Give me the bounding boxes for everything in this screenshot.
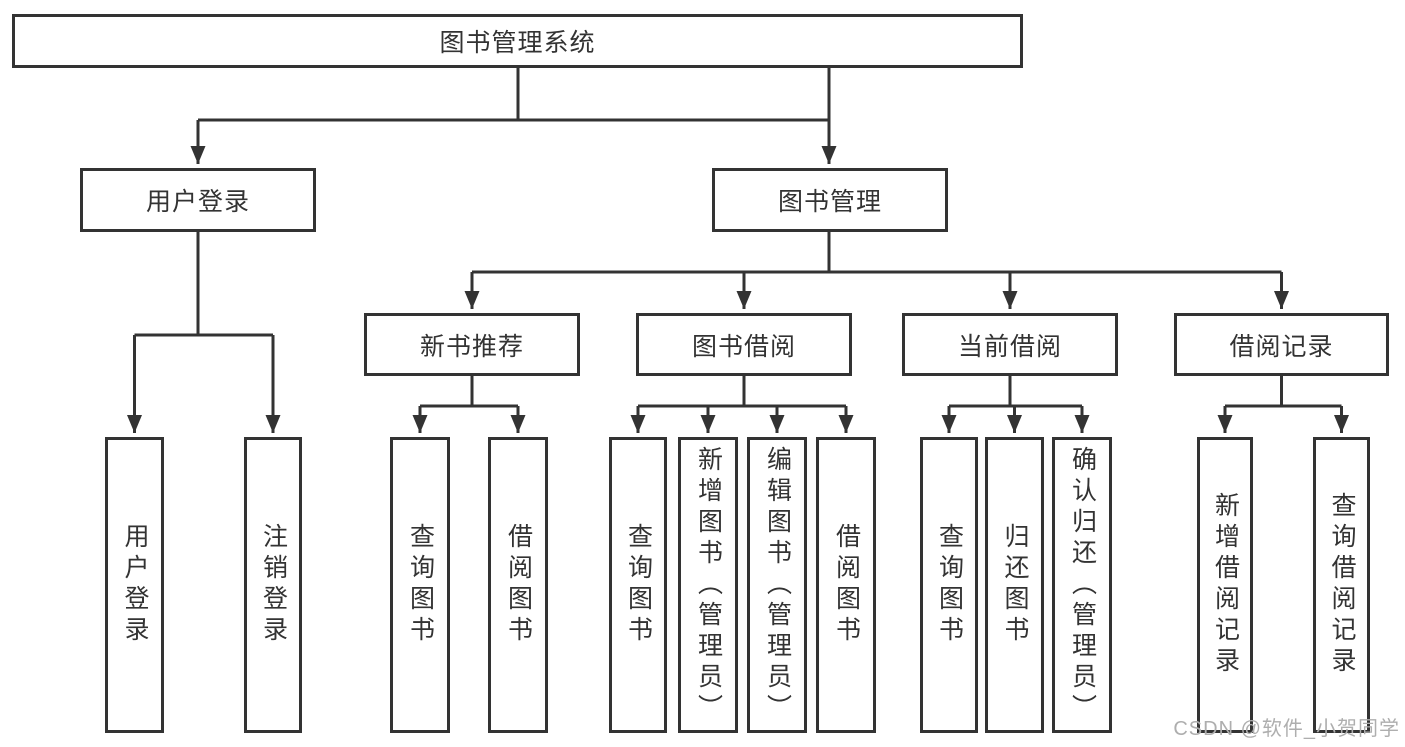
node-book-borrow: 图书借阅 — [636, 313, 852, 376]
node-label: 新书推荐 — [419, 332, 524, 361]
node-book-management: 图书管理 — [712, 168, 948, 232]
node-borrow-books: 借阅图书 — [816, 437, 876, 733]
node-label: 借阅图书 — [504, 523, 533, 647]
node-label: 图书借阅 — [691, 332, 796, 361]
node-label: 归还图书 — [1001, 523, 1029, 647]
node-label: 用户登录 — [145, 188, 250, 216]
node-label: 查询图书 — [935, 523, 964, 647]
node-query-books-recommend: 查询图书 — [390, 437, 450, 733]
node-label: 查询图书 — [624, 523, 653, 647]
node-label: 图书管理系统 — [439, 29, 596, 57]
node-label: 借阅图书 — [832, 523, 861, 647]
node-add-borrow-record: 新增借阅记录 — [1197, 437, 1253, 733]
node-label: 图书管理 — [777, 188, 882, 216]
node-label: 用户登录 — [121, 523, 149, 647]
node-current-borrow: 当前借阅 — [902, 313, 1118, 376]
node-label: 注销登录 — [259, 523, 288, 647]
node-label: 编辑图书（管理员） — [763, 445, 792, 725]
node-borrow-books-recommend: 借阅图书 — [488, 437, 548, 733]
node-label: 查询借阅记录 — [1328, 492, 1356, 678]
node-user-login-group: 用户登录 — [80, 168, 316, 232]
node-logout: 注销登录 — [244, 437, 302, 733]
node-user-login: 用户登录 — [105, 437, 164, 733]
node-label: 新增借阅记录 — [1211, 492, 1240, 678]
node-label: 确认归还（管理员） — [1068, 445, 1097, 725]
node-label: 当前借阅 — [957, 332, 1062, 361]
node-add-books-admin: 新增图书（管理员） — [678, 437, 738, 733]
csdn-watermark: CSDN @软件_小贺同学 — [1173, 718, 1400, 740]
node-library-management-system: 图书管理系统 — [12, 14, 1023, 68]
node-edit-books-admin: 编辑图书（管理员） — [747, 437, 807, 733]
node-label: 查询图书 — [406, 523, 435, 647]
node-query-books-current: 查询图书 — [920, 437, 978, 733]
node-query-borrow-record: 查询借阅记录 — [1313, 437, 1370, 733]
node-label: 新增图书（管理员） — [694, 445, 723, 725]
node-confirm-return-admin: 确认归还（管理员） — [1052, 437, 1112, 733]
node-borrow-records: 借阅记录 — [1174, 313, 1389, 376]
node-query-books-borrow: 查询图书 — [609, 437, 667, 733]
node-label: 借阅记录 — [1229, 332, 1334, 361]
node-return-books: 归还图书 — [985, 437, 1044, 733]
node-new-book-recommend: 新书推荐 — [364, 313, 580, 376]
